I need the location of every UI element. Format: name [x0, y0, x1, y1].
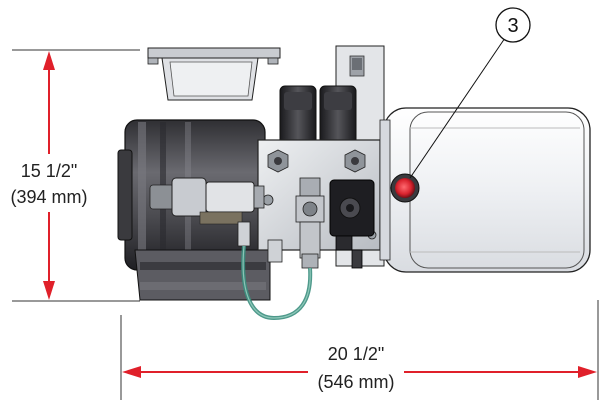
- width-arrowhead-right: [578, 366, 597, 378]
- pressure-switch: [149, 177, 265, 225]
- height-arrowhead-top: [43, 51, 55, 70]
- mounting-bracket: [147, 47, 281, 101]
- height-label-metric: (394 mm): [10, 187, 87, 207]
- fittings: [237, 221, 321, 269]
- height-label-imperial: 15 1/2": [21, 161, 77, 181]
- solenoid-valve: [329, 179, 375, 269]
- width-label-imperial: 20 1/2": [328, 344, 384, 364]
- breather-cap: [390, 173, 420, 203]
- width-label-metric: (546 mm): [317, 372, 394, 392]
- callout-circle: [495, 7, 531, 43]
- power-unit-illustration: [117, 45, 591, 321]
- width-arrowhead-left: [122, 366, 141, 378]
- height-label-background: [2, 154, 98, 212]
- width-dimension: 20 1/2" (546 mm): [120, 300, 599, 400]
- callout-3: 3: [409, 7, 531, 179]
- width-label-background: [308, 342, 404, 394]
- reservoir-tank: [379, 107, 591, 273]
- solenoid-coils: [279, 85, 357, 149]
- height-dimension: 15 1/2" (394 mm): [2, 49, 140, 302]
- height-arrowhead-bottom: [43, 281, 55, 300]
- callout-leader-line: [409, 37, 506, 179]
- callout-number: 3: [507, 15, 518, 37]
